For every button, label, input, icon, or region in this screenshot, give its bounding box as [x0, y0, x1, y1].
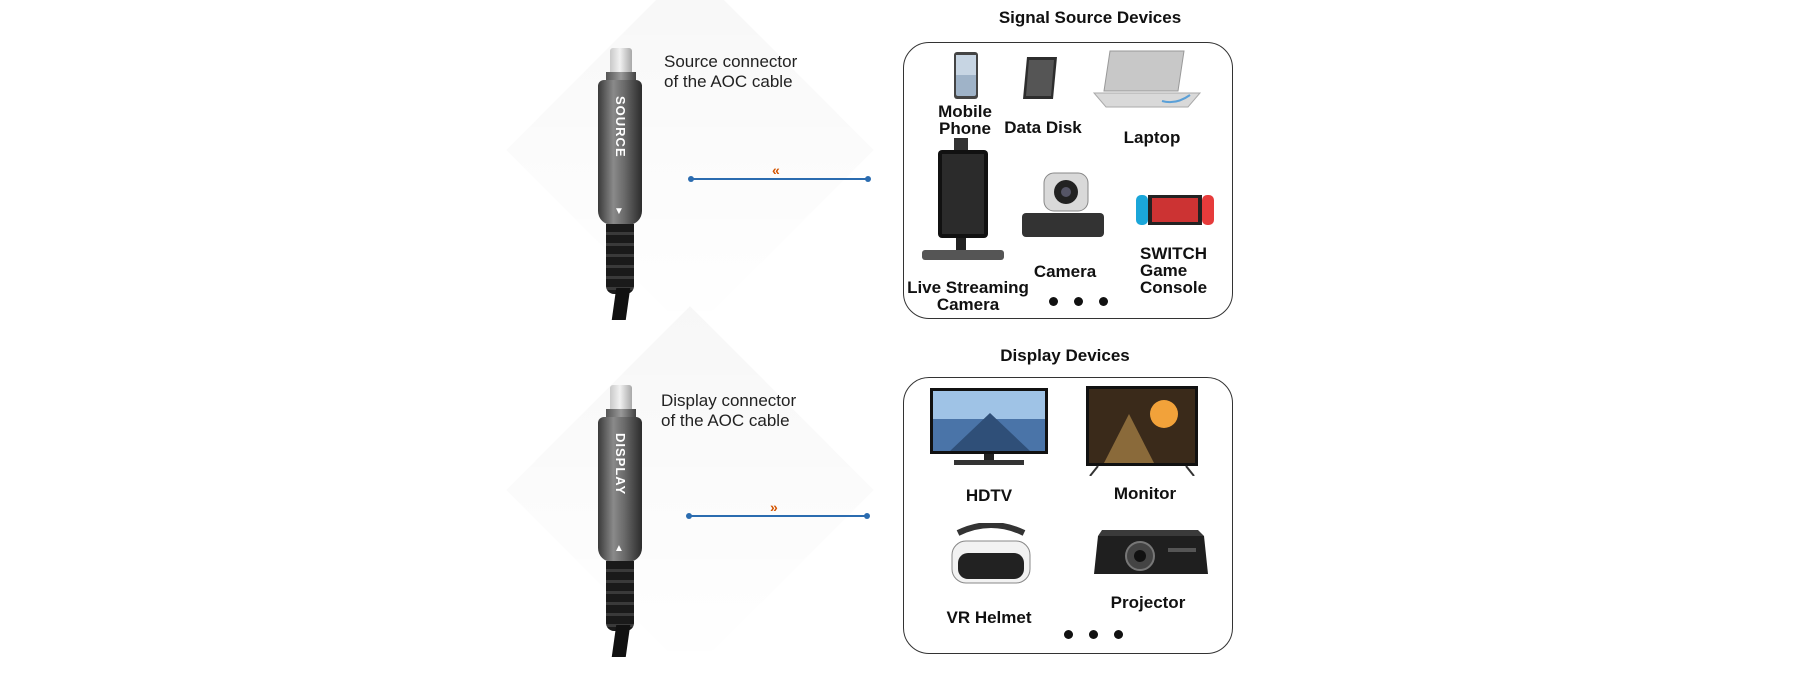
game-console-icon	[1136, 195, 1214, 225]
device-label: Monitor	[1113, 484, 1177, 503]
device-label: Mobile Phone	[938, 102, 992, 138]
vr-helmet-icon	[951, 523, 1031, 584]
display-connection-line	[690, 515, 866, 517]
more-indicator	[1064, 630, 1123, 639]
line-endpoint	[688, 176, 694, 182]
data-disk-icon	[1023, 57, 1057, 99]
display-connector: DISPLAY ▲	[592, 385, 652, 657]
mobile-phone-icon	[954, 52, 978, 99]
watermark-shape	[506, 306, 874, 674]
device-label: Projector	[1110, 593, 1186, 612]
device-label: HDTV	[965, 486, 1013, 505]
display-connector-caption: Display connector of the AOC cable	[661, 391, 796, 431]
arrow-right-icon: »	[770, 499, 778, 515]
device-label: Laptop	[1123, 128, 1181, 147]
display-devices-box: HDTV Monitor VR Helmet Projector	[903, 377, 1233, 654]
arrow-left-icon: «	[772, 162, 780, 178]
display-caption-line1: Display connector	[661, 391, 797, 410]
source-caption-line2: of the AOC cable	[664, 72, 793, 91]
source-caption-line1: Source connector	[664, 52, 798, 71]
live-streaming-camera-icon	[922, 138, 1004, 260]
source-connector-caption: Source connector of the AOC cable	[664, 52, 797, 92]
device-label: Camera	[1033, 262, 1097, 281]
device-label: Live Streaming Camera	[907, 278, 1029, 314]
source-connector-label: SOURCE	[613, 96, 628, 158]
source-connector: SOURCE ▼	[592, 48, 652, 320]
more-indicator	[1049, 297, 1108, 306]
hdtv-icon	[930, 388, 1048, 465]
laptop-icon	[1092, 50, 1202, 108]
watermark-shape	[506, 0, 874, 334]
device-label: Data Disk	[1004, 118, 1082, 137]
projector-icon	[1094, 530, 1208, 574]
display-section-title: Display Devices	[1000, 346, 1130, 365]
line-endpoint	[865, 176, 871, 182]
device-label: SWITCH Game Console	[1140, 244, 1208, 297]
line-endpoint	[686, 513, 692, 519]
monitor-icon	[1086, 386, 1198, 476]
source-connection-line	[692, 178, 868, 180]
line-endpoint	[864, 513, 870, 519]
device-label: VR Helmet	[946, 608, 1032, 627]
display-caption-line2: of the AOC cable	[661, 411, 790, 430]
camera-icon	[1022, 172, 1104, 237]
source-section-title: Signal Source Devices	[998, 8, 1182, 27]
source-devices-box: Mobile Phone Data Disk Laptop Live Strea…	[903, 42, 1233, 319]
display-connector-label: DISPLAY	[613, 433, 628, 496]
